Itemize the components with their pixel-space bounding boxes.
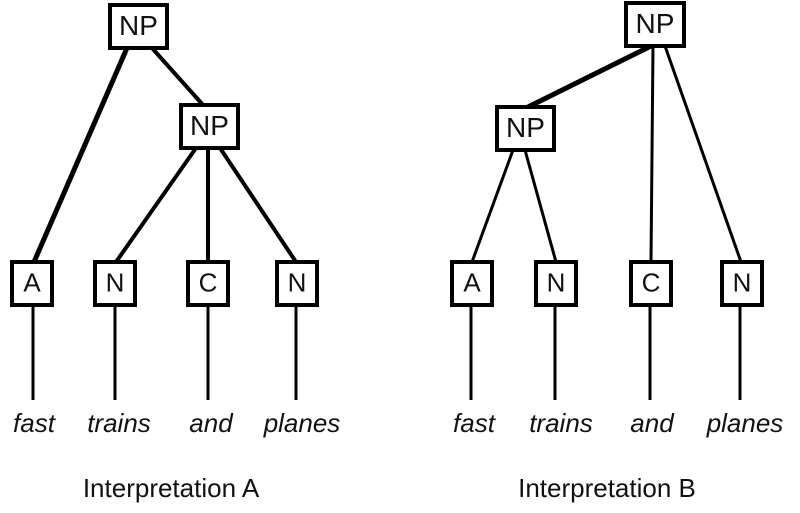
- word-interpretation-b-planes: planes: [706, 408, 784, 438]
- word-interpretation-a-planes: planes: [263, 408, 341, 438]
- word-interpretation-a-and: and: [189, 408, 234, 438]
- edge-a-np-sub-to-a-leaf-n2: [218, 146, 298, 264]
- node-b-leaf-a: A: [450, 260, 494, 307]
- node-rect-a-leaf-c: [186, 260, 230, 307]
- caption-interpretation-b: Interpretation B: [518, 473, 696, 503]
- node-label-b-np-sub: NP: [506, 112, 545, 143]
- node-a-np-root: NP: [108, 3, 169, 50]
- edge-b-np-root-to-b-np-sub: [526, 43, 653, 110]
- node-label-a-np-root: NP: [119, 10, 158, 41]
- node-a-leaf-a: A: [10, 260, 54, 307]
- node-label-b-np-root: NP: [636, 8, 675, 39]
- node-rect-b-leaf-c: [629, 260, 673, 307]
- node-label-b-leaf-a: A: [463, 267, 481, 297]
- edge-b-np-sub-to-b-leaf-a: [470, 149, 515, 263]
- node-label-a-leaf-n2: N: [288, 267, 307, 297]
- node-b-leaf-c: C: [629, 260, 673, 307]
- node-a-np-sub: NP: [179, 103, 240, 150]
- node-label-a-leaf-a: A: [23, 267, 41, 297]
- word-interpretation-b-trains: trains: [529, 408, 593, 438]
- edge-b-np-root-to-b-leaf-c: [649, 45, 655, 263]
- node-rect-a-np-sub: [179, 103, 240, 150]
- node-rect-b-np-root: [624, 1, 686, 48]
- node-rect-b-leaf-n2: [720, 260, 764, 307]
- node-rect-a-leaf-a: [10, 260, 54, 307]
- node-a-leaf-n1: N: [93, 260, 137, 307]
- node-b-leaf-n2: N: [720, 260, 764, 307]
- node-b-np-sub: NP: [495, 105, 556, 152]
- node-rect-b-leaf-a: [450, 260, 494, 307]
- node-rect-a-np-root: [108, 3, 169, 50]
- node-label-b-leaf-n1: N: [547, 267, 566, 297]
- word-interpretation-a-trains: trains: [87, 408, 151, 438]
- node-label-a-leaf-n1: N: [106, 267, 125, 297]
- word-interpretation-b-fast: fast: [453, 408, 497, 438]
- node-label-b-leaf-c: C: [642, 267, 661, 297]
- node-rect-b-np-sub: [495, 105, 556, 152]
- edge-b-np-root-to-b-leaf-n2: [663, 45, 743, 263]
- edge-a-np-root-to-a-leaf-a: [31, 47, 130, 263]
- node-b-np-root: NP: [624, 1, 686, 48]
- node-b-leaf-n1: N: [534, 260, 578, 307]
- node-label-a-leaf-c: C: [199, 267, 218, 297]
- edge-b-np-sub-to-b-leaf-n1: [523, 149, 558, 263]
- edge-a-np-sub-to-a-leaf-n1: [114, 146, 198, 264]
- word-interpretation-a-fast: fast: [13, 408, 57, 438]
- word-interpretation-b-and: and: [630, 408, 675, 438]
- node-label-b-leaf-n2: N: [733, 267, 752, 297]
- node-rect-b-leaf-n1: [534, 260, 578, 307]
- node-rect-a-leaf-n2: [275, 260, 319, 307]
- node-a-leaf-c: C: [186, 260, 230, 307]
- edge-a-np-root-to-a-np-sub: [150, 46, 205, 107]
- node-a-leaf-n2: N: [275, 260, 319, 307]
- node-rect-a-leaf-n1: [93, 260, 137, 307]
- caption-interpretation-a: Interpretation A: [83, 473, 260, 503]
- node-label-a-np-sub: NP: [190, 110, 229, 141]
